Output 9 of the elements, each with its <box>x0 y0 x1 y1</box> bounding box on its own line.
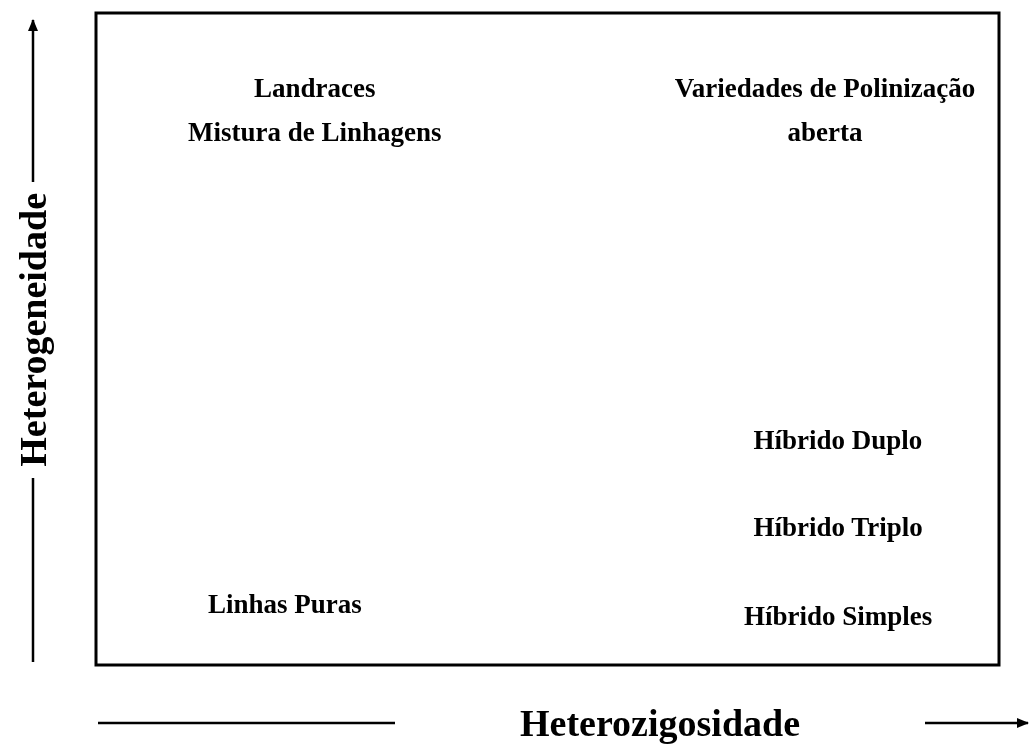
axis-label: Heterogeneidade <box>11 193 55 467</box>
category-label: Landraces <box>254 72 376 105</box>
axis-label: Heterozigosidade <box>520 701 801 745</box>
category-label: Híbrido Duplo <box>753 424 923 457</box>
category-label: Mistura de Linhagens <box>188 116 442 149</box>
category-label: Linhas Puras <box>208 588 362 621</box>
category-label: Variedades de Polinização aberta <box>673 72 977 149</box>
category-label: Híbrido Simples <box>744 600 933 633</box>
category-label: Híbrido Triplo <box>753 511 923 544</box>
